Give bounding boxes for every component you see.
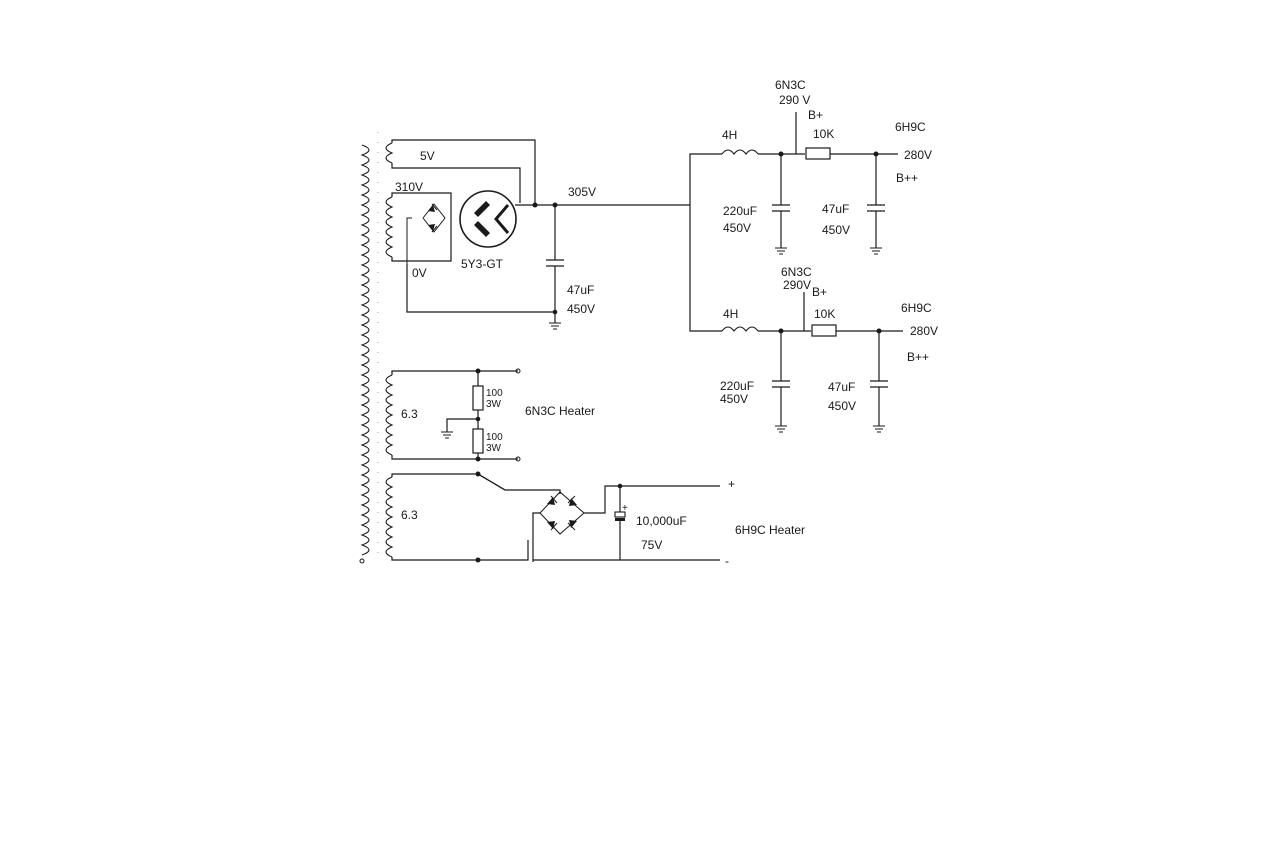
lv-diode-bridge [539, 491, 585, 535]
label-bottom-choke: 4H [723, 307, 738, 321]
bottom-filter-stage [689, 205, 903, 433]
label-305v: 305V [568, 185, 596, 199]
label-top-tube-tap: 6N3C [775, 78, 806, 92]
label-top-resistor: 10K [813, 127, 834, 141]
label-heater2-cap-value: 10,000uF [636, 514, 687, 528]
ground-icon [441, 431, 453, 439]
label-top-tap-voltage: 290 V [779, 93, 810, 107]
label-bottom-tube-tap: 6N3C [781, 265, 812, 279]
winding-5v [385, 139, 536, 204]
label-bottom-cap-a-value: 220uF [720, 379, 754, 393]
electrolytic-capacitor-icon [614, 511, 626, 521]
choke-icon [721, 149, 759, 155]
label-heater1-r2-value: 100 [486, 432, 503, 443]
resistor-icon [811, 324, 837, 337]
label-heater2-minus: - [725, 554, 729, 568]
diode-icon [547, 521, 558, 531]
label-310v: 310V [395, 180, 423, 194]
label-cap1-value: 47uF [567, 283, 594, 297]
diode-icon [567, 520, 577, 531]
label-top-out-tube: 6H9C [895, 120, 926, 134]
label-bottom-cap-b-value: 47uF [828, 380, 855, 394]
filter-capacitor-1 [546, 259, 564, 330]
winding-310v [385, 192, 555, 313]
diode-icon [428, 224, 438, 233]
label-rectifier-tube: 5Y3-GT [461, 257, 504, 271]
switch-icon [477, 473, 506, 491]
label-heater1-r2-power: 3W [486, 443, 502, 454]
diode-icon [547, 495, 558, 505]
ground-icon [549, 322, 561, 330]
label-bottom-cap-a-voltage: 450V [720, 392, 748, 406]
label-top-cap-b-value: 47uF [822, 202, 849, 216]
hv-diode-bridge [422, 203, 446, 233]
label-top-cap-a-voltage: 450V [723, 221, 751, 235]
label-bottom-cap-b-voltage: 450V [828, 399, 856, 413]
heater-2-circuit [475, 471, 720, 563]
label-heater1-winding: 6.3 [401, 407, 418, 421]
rectifier-tube-5y3gt [459, 190, 555, 248]
label-top-out-voltage: 280V [904, 148, 932, 162]
label-heater2-cap-voltage: 75V [641, 538, 662, 552]
transformer-primary-winding [359, 144, 370, 564]
resistor-icon [805, 147, 831, 160]
tube-anode-icon [474, 201, 510, 237]
label-bottom-out-rail: B++ [907, 350, 929, 364]
label-top-cap-b-voltage: 450V [822, 223, 850, 237]
label-top-cap-a-value: 220uF [723, 204, 757, 218]
label-heater2-winding: 6.3 [401, 508, 418, 522]
ground-icon [775, 247, 787, 255]
heater-1-circuit [441, 368, 521, 462]
diode-icon [567, 495, 577, 506]
ground-icon [870, 247, 882, 255]
label-heater2-name: 6H9C Heater [735, 523, 805, 537]
label-heater2-plus: + [728, 477, 735, 491]
label-bottom-resistor: 10K [814, 307, 835, 321]
label-heater2-cap-polarity: + [622, 503, 628, 514]
label-top-tap-rail: B+ [808, 108, 823, 122]
label-cap1-voltage: 450V [567, 302, 595, 316]
ground-icon [775, 425, 787, 433]
resistor-icon [472, 428, 484, 454]
hv-main-line [554, 204, 690, 260]
resistor-icon [472, 385, 484, 411]
label-heater1-r1-power: 3W [486, 399, 502, 410]
top-filter-stage [689, 112, 898, 255]
label-bottom-out-voltage: 280V [910, 324, 938, 338]
label-heater1-name: 6N3C Heater [525, 404, 595, 418]
label-top-out-rail: B++ [896, 171, 918, 185]
label-5v: 5V [420, 149, 435, 163]
power-transformer [359, 132, 555, 564]
label-bottom-out-tube: 6H9C [901, 301, 932, 315]
choke-icon [721, 326, 759, 332]
label-heater1-r1-value: 100 [486, 388, 503, 399]
junction-dot [532, 202, 538, 208]
diode-icon [428, 203, 438, 212]
label-top-choke: 4H [722, 128, 737, 142]
label-0v: 0V [412, 266, 427, 280]
label-bottom-tap-rail: B+ [812, 285, 827, 299]
ground-icon [873, 425, 885, 433]
label-bottom-tap-voltage: 290V [783, 278, 811, 292]
